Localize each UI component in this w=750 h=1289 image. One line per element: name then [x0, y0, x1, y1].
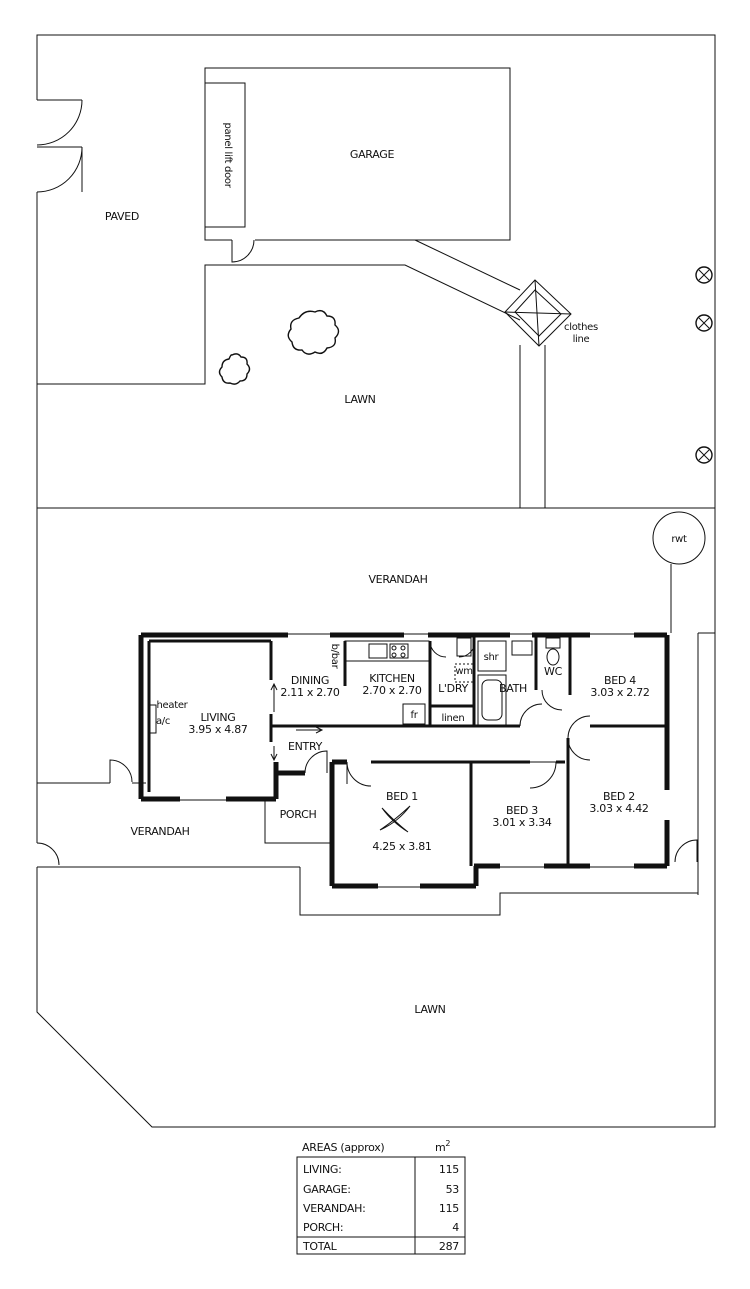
- areas-title: AREAS (approx): [302, 1141, 384, 1154]
- paved-edge: [37, 264, 521, 385]
- area-row-label: PORCH:: [303, 1221, 343, 1234]
- site-boundary: [36, 34, 716, 1128]
- windows: [180, 632, 670, 889]
- bath-fixtures: [477, 637, 561, 726]
- entry-label: ENTRY: [288, 740, 323, 753]
- garage: [204, 67, 511, 263]
- heater-label: heater: [156, 700, 188, 711]
- fridge-label: fr: [410, 710, 418, 721]
- bbar-label: b/bar: [329, 644, 340, 670]
- porch-outline: [264, 799, 332, 844]
- side-strip: [674, 632, 715, 895]
- verandah-rear-label: VERANDAH: [368, 573, 427, 586]
- bed4-dims: 3.03 x 2.72: [590, 686, 649, 699]
- living-dims: 3.95 x 4.87: [188, 723, 247, 736]
- lawn-bottom-label: LAWN: [414, 1003, 445, 1016]
- ac-label: a/c: [156, 716, 170, 727]
- shrub-2: [695, 314, 713, 332]
- area-total-label: TOTAL: [302, 1240, 338, 1253]
- gate: [36, 99, 83, 193]
- bed3-dims: 3.01 x 3.34: [492, 816, 551, 829]
- panel-lift-door-label: panel lift door: [222, 122, 233, 188]
- bath-name: BATH: [499, 682, 527, 695]
- porch-label: PORCH: [280, 808, 317, 821]
- panel-lift-door-symbol: [204, 82, 246, 228]
- kitchen-dims: 2.70 x 2.70: [362, 684, 421, 697]
- garden-path: [414, 239, 546, 508]
- paved-label: PAVED: [105, 210, 139, 223]
- tree-large: [287, 309, 340, 355]
- area-row-label: LIVING:: [303, 1163, 342, 1176]
- bed3-name: BED 3: [506, 804, 538, 817]
- clothes-line-symbol: [504, 279, 572, 347]
- laundry-name: L'DRY: [438, 682, 468, 695]
- linen-label: linen: [442, 713, 465, 724]
- clothes-line-label-2: line: [573, 334, 590, 345]
- shower-label: shr: [484, 652, 500, 663]
- areas-table: AREAS (approx) m2 LIVING: 115 GARAGE: 53…: [296, 1139, 466, 1255]
- area-row-value: 115: [439, 1202, 459, 1215]
- wc-name: WC: [544, 665, 563, 678]
- shrub-3: [695, 446, 713, 464]
- front-verandah-edges: [36, 759, 698, 916]
- doors: [270, 640, 591, 789]
- area-row-label: VERANDAH:: [303, 1202, 366, 1215]
- area-row-label: GARAGE:: [303, 1183, 351, 1196]
- interior-walls: [147, 635, 667, 866]
- shrub-1: [695, 266, 713, 284]
- bed4-name: BED 4: [604, 674, 636, 687]
- lawn-top-label: LAWN: [344, 393, 375, 406]
- living-name: LIVING: [200, 711, 235, 724]
- heater-symbol: [149, 704, 157, 734]
- dining-dims: 2.11 x 2.70: [280, 686, 339, 699]
- dining-name: DINING: [291, 674, 329, 687]
- area-total-value: 287: [439, 1240, 459, 1253]
- rainwater-tank: [652, 511, 706, 565]
- bed2-name: BED 2: [603, 790, 635, 803]
- verandah-front-label: VERANDAH: [130, 825, 189, 838]
- washing-machine-label: wm: [455, 666, 472, 677]
- area-row-value: 115: [439, 1163, 459, 1176]
- bed2-dims: 3.03 x 4.42: [589, 802, 648, 815]
- clothes-line-label-1: clothes: [564, 322, 598, 333]
- area-row-value: 53: [446, 1183, 460, 1196]
- area-row-value: 4: [452, 1221, 459, 1234]
- bed1-dims: 4.25 x 3.81: [372, 840, 431, 853]
- kitchen-fixtures: [344, 637, 474, 725]
- tree-small: [218, 353, 251, 385]
- kitchen-name: KITCHEN: [369, 672, 415, 685]
- rwt-label: rwt: [671, 534, 687, 545]
- ceiling-fan-icon: [379, 805, 411, 833]
- areas-unit: m2: [435, 1139, 450, 1154]
- bed1-name: BED 1: [386, 790, 418, 803]
- garage-label: GARAGE: [350, 148, 395, 161]
